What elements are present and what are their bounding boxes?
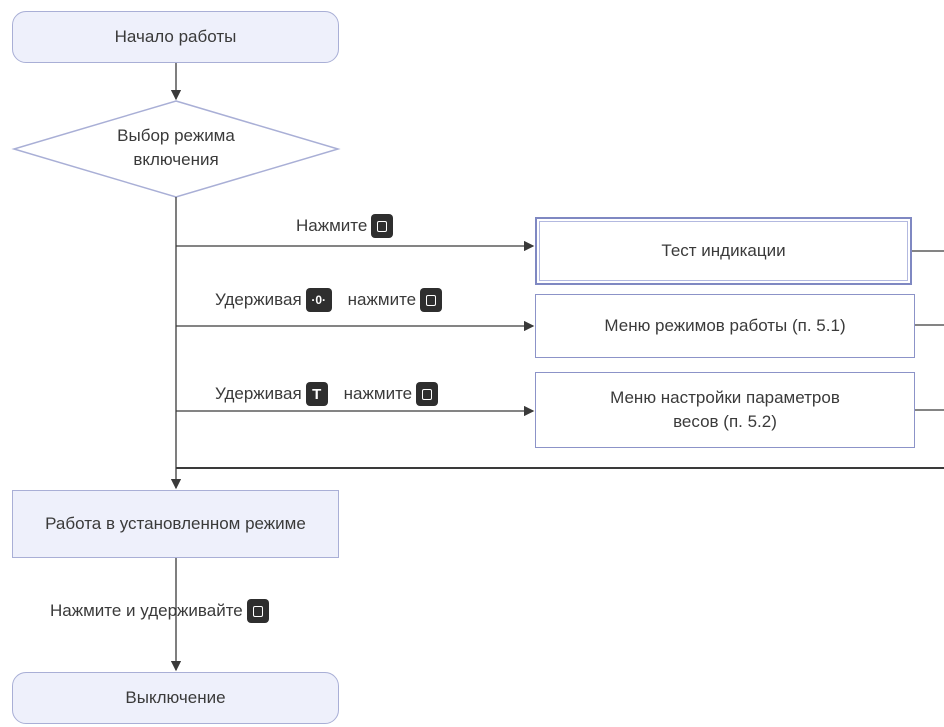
- power-key-icon: [416, 382, 439, 406]
- branch-label-zero-power: Удерживая ·0· нажмите: [215, 288, 443, 312]
- menu-params-node: Меню настройки параметров весов (п. 5.2): [535, 372, 915, 448]
- work-node: Работа в установленном режиме: [12, 490, 339, 558]
- press-hold-text: Нажмите и удерживайте: [50, 601, 243, 620]
- off-node: Выключение: [12, 672, 339, 724]
- test-indication-node: Тест индикации: [535, 217, 912, 285]
- branch-label-tare-power: Удерживая T нажмите: [215, 382, 439, 406]
- press-text: Нажмите: [296, 216, 368, 235]
- press-text-1: нажмите: [347, 290, 417, 309]
- power-key-icon: [371, 214, 394, 238]
- power-key-icon: [420, 288, 443, 312]
- decision-node-label: Выбор режима включения: [117, 126, 235, 169]
- zero-key-icon: ·0·: [305, 288, 332, 312]
- start-node: Начало работы: [12, 11, 339, 63]
- power-key-icon: [246, 599, 269, 623]
- branch-label-press-hold: Нажмите и удерживайте: [50, 599, 269, 623]
- tare-key-icon: T: [305, 382, 328, 406]
- branch-label-press: Нажмите: [296, 214, 394, 238]
- hold-text-2: Удерживая: [215, 384, 302, 403]
- hold-text-1: Удерживая: [215, 290, 302, 309]
- press-text-2: нажмите: [343, 384, 413, 403]
- menu-modes-node: Меню режимов работы (п. 5.1): [535, 294, 915, 358]
